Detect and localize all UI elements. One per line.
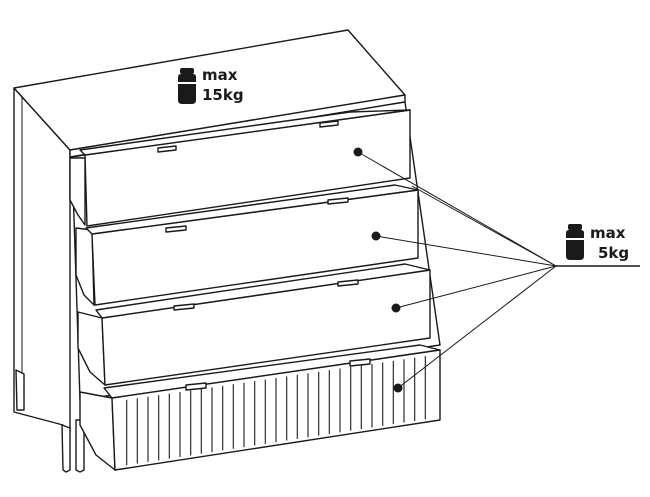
leader-line-1 <box>357 151 557 267</box>
weight-icon <box>178 68 196 104</box>
leader-line-5 <box>411 185 557 267</box>
drawer-4-fluting <box>126 356 426 466</box>
drawer-4-handle <box>185 382 207 391</box>
drawer-4-handle-rear <box>349 358 371 367</box>
drawer-1-side <box>69 157 86 226</box>
drawer-2-top-lip <box>85 184 419 235</box>
drawer-2-handle <box>165 225 187 233</box>
drawer-4-side <box>79 391 116 471</box>
drawer-1-handle <box>157 145 177 153</box>
drawer-2-handle-rear <box>327 197 349 205</box>
drawer-load-max-label: max <box>590 224 626 242</box>
drawer-3-handle-rear <box>337 279 359 287</box>
leg-left-back <box>15 369 25 411</box>
leg-left-front <box>61 424 71 473</box>
leader-line-3 <box>395 265 557 309</box>
top-load-value-label: 15kg <box>202 86 244 104</box>
drawer-load-value-label: 5kg <box>598 244 629 262</box>
drawer-3-top-lip <box>95 263 431 319</box>
top-load-max-label: max <box>202 66 238 84</box>
leader-line-2 <box>375 235 557 267</box>
drawer-1-top-lip <box>79 109 411 156</box>
drawer-3-handle <box>173 303 195 311</box>
drawer-3-side <box>77 311 106 386</box>
drawer-1-handle-rear <box>319 120 339 128</box>
leader-line-4 <box>397 265 557 389</box>
weight-icon <box>566 224 584 260</box>
